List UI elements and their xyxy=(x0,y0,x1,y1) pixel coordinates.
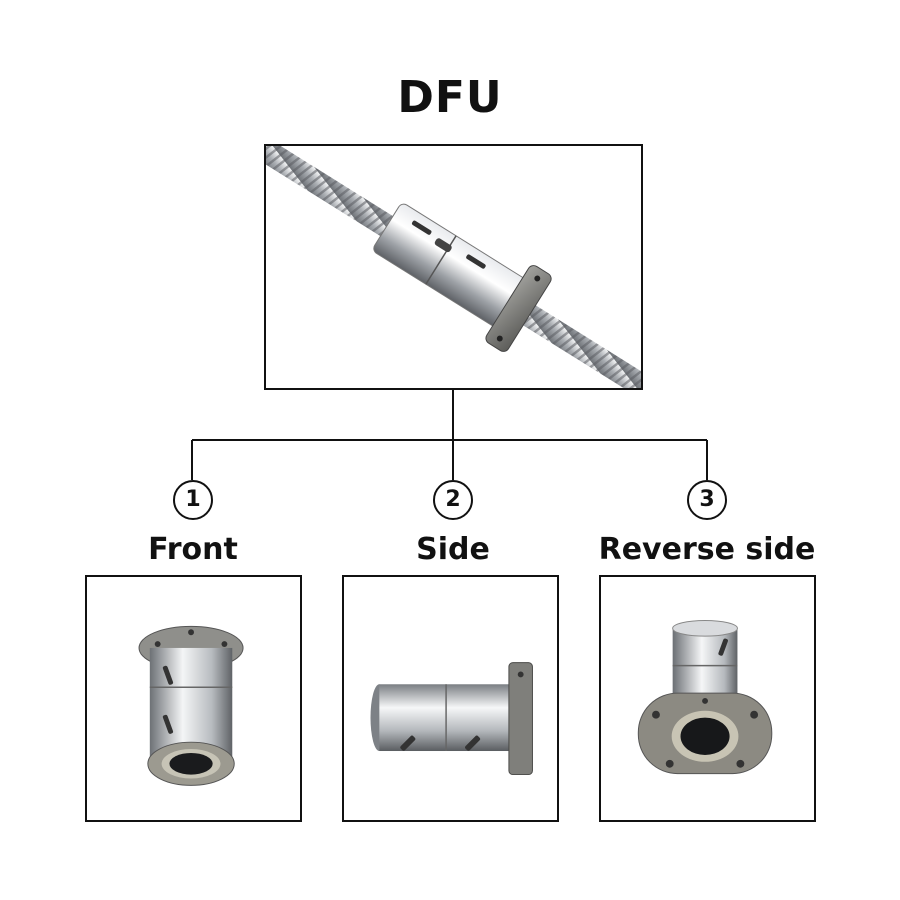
side-view-image xyxy=(342,575,559,822)
nut-front-view-icon xyxy=(138,625,244,786)
view-number-badge-1: 1 xyxy=(173,480,213,520)
nut-reverse-view-icon xyxy=(637,619,773,775)
nut-side-view-icon xyxy=(370,662,533,776)
view-label-reverse-side: Reverse side xyxy=(598,532,816,567)
view-label-front: Front xyxy=(148,532,238,567)
main-product-image xyxy=(264,144,643,390)
view-number-badge-3: 3 xyxy=(687,480,727,520)
view-number-badge-2: 2 xyxy=(433,480,473,520)
reverse-side-view-image xyxy=(599,575,816,822)
view-label-side: Side xyxy=(416,532,490,567)
front-view-image xyxy=(85,575,302,822)
ball-screw-dfu-nut-icon xyxy=(266,146,641,388)
page-title: DFU xyxy=(397,72,503,123)
